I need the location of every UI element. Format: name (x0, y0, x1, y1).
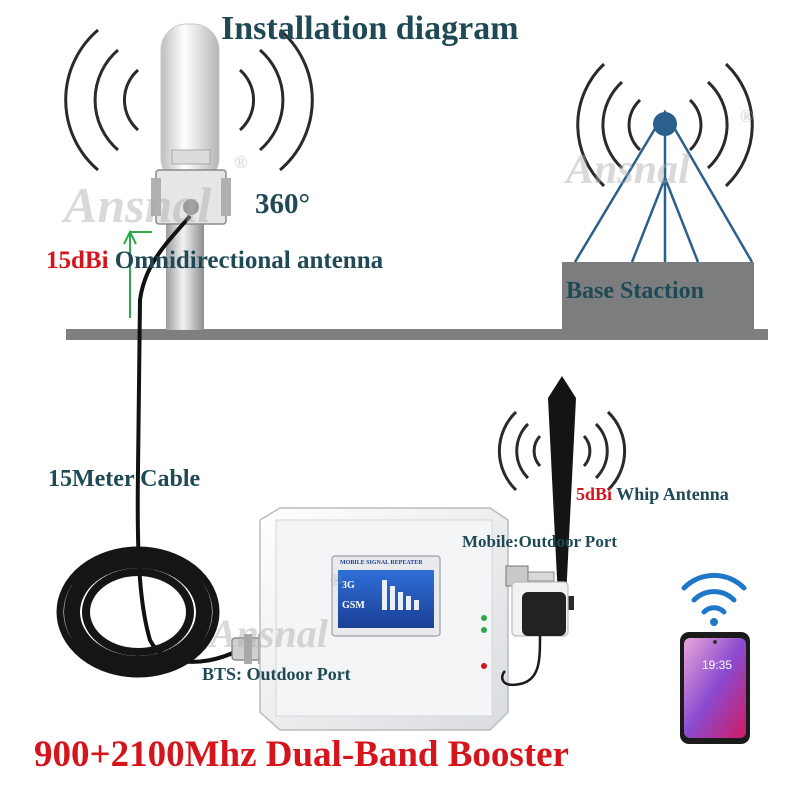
registered-mark-booster: ® (330, 572, 342, 589)
booster-band-1-label: 3G (342, 580, 355, 591)
base-station-label: Base Staction (566, 278, 704, 304)
booster-unit (259, 507, 509, 731)
cable-coil (56, 546, 220, 678)
whip-antenna-label: 5dBi Whip Antenna (576, 484, 729, 505)
omnidirectional-antenna (151, 23, 231, 330)
booster-band-2-label: GSM (342, 600, 365, 611)
base-station (562, 109, 754, 330)
ground-line (66, 329, 768, 340)
omni-antenna-label: 15dBi Omnidirectional antenna (46, 247, 383, 275)
registered-mark-left: ® (234, 152, 248, 172)
mobile-port-label: Mobile:Outdoor Port (462, 532, 618, 551)
angle-label: 360° (255, 188, 311, 220)
whip-antenna-gain: 5dBi (576, 484, 613, 504)
booster-screen-header: MOBILE SIGNAL REPEATER (340, 560, 423, 566)
watermark-top-right: Ansnal (566, 147, 690, 193)
power-adapter (501, 581, 569, 687)
watermark-booster: Ansnal (210, 611, 328, 656)
omni-antenna-gain: 15dBi (46, 247, 109, 274)
phone-time: 19:35 (702, 658, 733, 672)
gain-marker-arrow (123, 229, 152, 318)
product-label: 900+2100Mhz Dual-Band Booster (34, 734, 569, 775)
diagram-title: Installation diagram (221, 10, 519, 47)
cable-length-label: 15Meter Cable (48, 466, 201, 492)
whip-antenna-name: Whip Antenna (616, 484, 729, 504)
base-station-signal-icon (576, 62, 754, 188)
registered-mark-right: ® (740, 106, 754, 126)
wifi-icon (681, 572, 747, 626)
whip-antenna (505, 376, 576, 610)
omni-antenna-name: Omnidirectional antenna (114, 247, 384, 274)
smartphone (680, 632, 750, 744)
whip-antenna-signal-icon (497, 410, 627, 492)
omni-antenna-signal-icon (64, 28, 314, 172)
watermark-top-left: Ansnal (64, 177, 212, 233)
bts-port-label: BTS: Outdoor Port (202, 664, 351, 684)
